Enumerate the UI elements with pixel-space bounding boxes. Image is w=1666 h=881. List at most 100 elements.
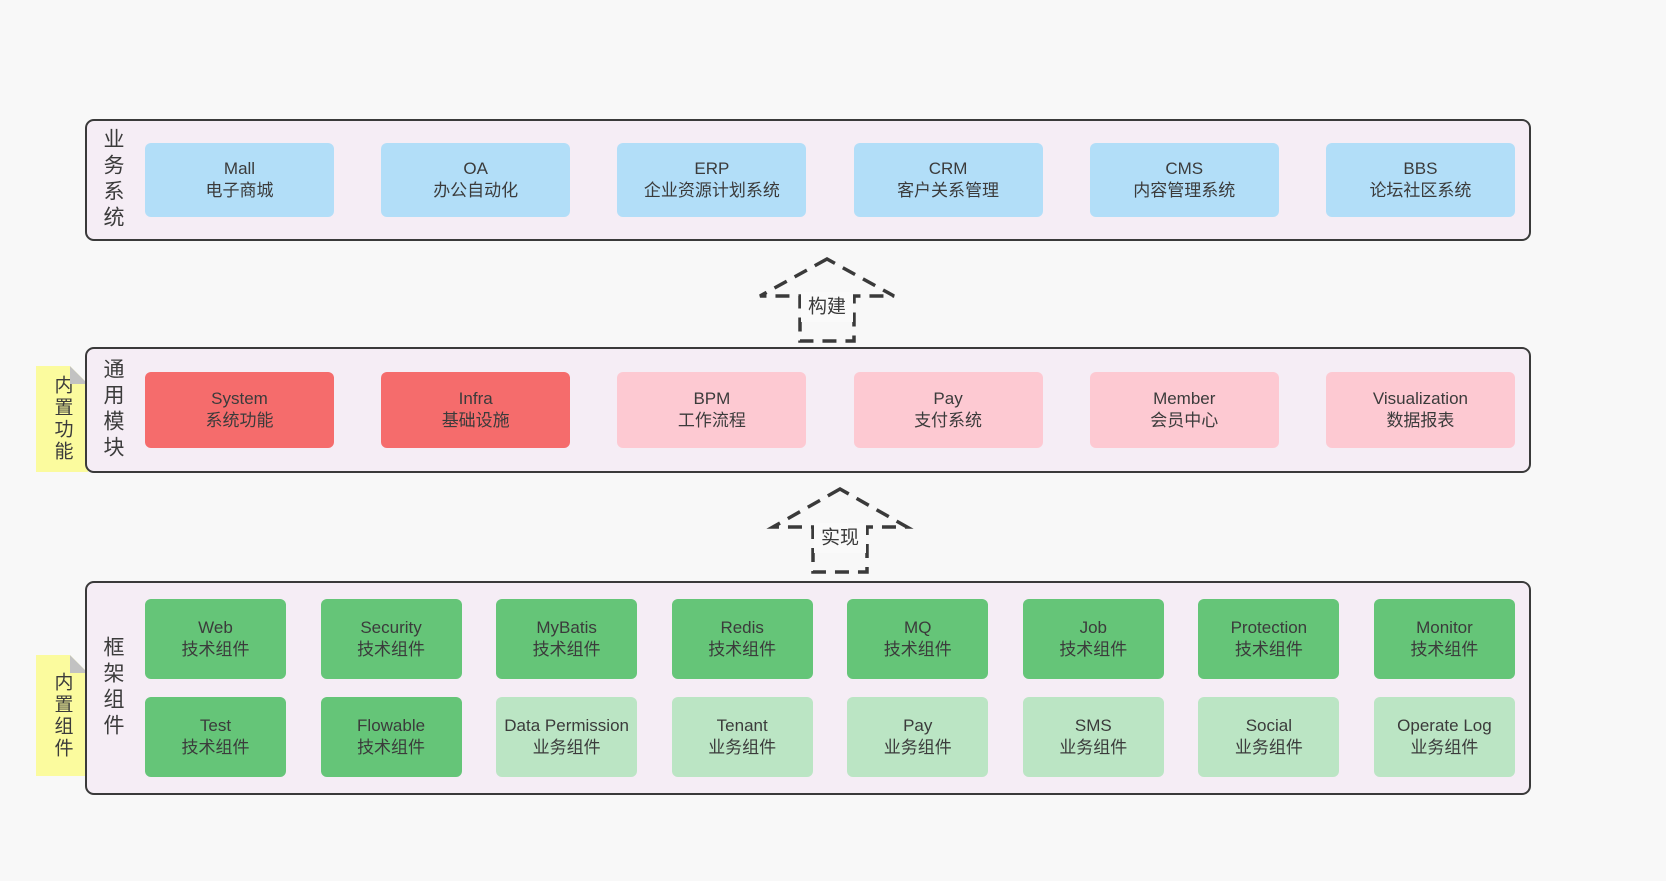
box-subtitle-zh: 技术组件 [357, 738, 426, 757]
module-box-pay: Pay 业务组件 [847, 697, 989, 777]
layer-business-systems: 业务系统 Mall 电子商城 OA 办公自动化 ERP 企业资源计划系统 CRM 客户关系管理… [85, 119, 1531, 241]
module-box-job: Job 技术组件 [1022, 599, 1164, 679]
module-box-member: Member 会员中心 [1089, 372, 1279, 448]
business-systems-box-row: Mall 电子商城 OA 办公自动化 ERP 企业资源计划系统 CRM 客户关系管理 CMS 内容… [145, 121, 1515, 239]
module-box-erp: ERP 企业资源计划系统 [617, 143, 807, 217]
module-box-tenant: Tenant 业务组件 [671, 697, 813, 777]
box-subtitle-zh: 业务组件 [532, 738, 601, 757]
sticky-note-built-in-components: 内置组件 [36, 655, 88, 776]
module-box-bpm: BPM 工作流程 [617, 372, 807, 448]
module-box-infra: Infra 基础设施 [381, 372, 571, 448]
box-title-en: OA [463, 158, 488, 178]
box-subtitle-zh: 支付系统 [914, 411, 983, 430]
module-box-oa: OA 办公自动化 [381, 143, 571, 217]
box-title-en: Tenant [716, 715, 768, 735]
implement-arrow-label: 实现 [821, 527, 859, 549]
box-title-en: Redis [720, 617, 764, 637]
sticky-note-built-in-features: 内置功能 [36, 366, 88, 472]
build-arrow-icon: 构建 [759, 257, 895, 343]
box-subtitle-zh: 业务组件 [1410, 738, 1479, 757]
box-title-en: Social [1245, 715, 1293, 735]
box-subtitle-zh: 技术组件 [532, 640, 601, 659]
module-box-redis: Redis 技术组件 [671, 599, 813, 679]
box-subtitle-zh: 会员中心 [1150, 411, 1219, 430]
box-title-en: Infra [458, 388, 493, 408]
box-subtitle-zh: 论坛社区系统 [1369, 181, 1472, 200]
build-arrow-label-bg [801, 292, 853, 322]
box-title-en: Protection [1230, 617, 1308, 637]
module-box-test: Test 技术组件 [145, 697, 286, 777]
box-subtitle-zh: 技术组件 [708, 640, 777, 659]
box-subtitle-zh: 内容管理系统 [1133, 181, 1236, 200]
box-title-en: SMS [1074, 715, 1112, 735]
box-title-en: Monitor [1416, 617, 1473, 637]
layer-label-common-modules: 通用模块 [101, 358, 124, 462]
box-subtitle-zh: 业务组件 [708, 738, 777, 757]
sticky-note-label: 内置组件 [51, 671, 73, 760]
box-title-en: Web [198, 617, 233, 637]
layer-label-framework-components: 框架组件 [101, 636, 124, 740]
box-title-en: Flowable [357, 715, 426, 735]
box-subtitle-zh: 业务组件 [883, 738, 952, 757]
module-box-cms: CMS 内容管理系统 [1089, 143, 1279, 217]
box-subtitle-zh: 客户关系管理 [897, 181, 1000, 200]
box-subtitle-zh: 基础设施 [441, 411, 510, 430]
box-subtitle-zh: 技术组件 [181, 738, 250, 757]
common-modules-box-row: System 系统功能 Infra 基础设施 BPM 工作流程 Pay 支付系统 Member 会… [145, 349, 1515, 471]
box-title-en: Mall [223, 158, 256, 178]
box-title-en: MyBatis [536, 617, 597, 637]
box-title-en: CMS [1165, 158, 1204, 178]
box-title-en: Pay [933, 388, 963, 408]
sticky-note-label: 内置功能 [51, 375, 73, 463]
module-box-visualization: Visualization 数据报表 [1325, 372, 1515, 448]
box-title-en: Security [360, 617, 422, 637]
box-subtitle-zh: 技术组件 [883, 640, 952, 659]
box-subtitle-zh: 业务组件 [1234, 738, 1303, 757]
module-box-data-permission: Data Permission 业务组件 [496, 697, 638, 777]
box-subtitle-zh: 业务组件 [1059, 738, 1128, 757]
box-title-en: BPM [693, 388, 731, 408]
box-title-en: ERP [694, 158, 730, 178]
module-box-monitor: Monitor 技术组件 [1373, 599, 1515, 679]
box-title-en: Visualization [1372, 388, 1468, 408]
box-title-en: Pay [903, 715, 933, 735]
box-subtitle-zh: 数据报表 [1386, 411, 1455, 430]
box-subtitle-zh: 技术组件 [181, 640, 250, 659]
module-box-protection: Protection 技术组件 [1198, 599, 1340, 679]
box-subtitle-zh: 系统功能 [205, 411, 274, 430]
module-box-sms: SMS 业务组件 [1022, 697, 1164, 777]
layer-common-modules: 通用模块 System 系统功能 Infra 基础设施 BPM 工作流程 Pay 支付系统 Me… [85, 347, 1531, 473]
layer-label-business-systems: 业务系统 [101, 128, 124, 232]
box-title-en: BBS [1403, 158, 1438, 178]
box-subtitle-zh: 技术组件 [1234, 640, 1303, 659]
module-box-web: Web 技术组件 [145, 599, 286, 679]
box-title-en: Job [1079, 617, 1108, 637]
module-box-mybatis: MyBatis 技术组件 [496, 599, 638, 679]
module-box-pay: Pay 支付系统 [853, 372, 1043, 448]
module-box-security: Security 技术组件 [320, 599, 462, 679]
box-subtitle-zh: 技术组件 [357, 640, 426, 659]
module-box-mall: Mall 电子商城 [145, 143, 334, 217]
box-subtitle-zh: 技术组件 [1059, 640, 1128, 659]
module-box-bbs: BBS 论坛社区系统 [1325, 143, 1515, 217]
box-title-en: Test [199, 715, 232, 735]
box-subtitle-zh: 电子商城 [205, 181, 274, 200]
box-subtitle-zh: 技术组件 [1410, 640, 1479, 659]
box-subtitle-zh: 办公自动化 [433, 181, 519, 200]
box-subtitle-zh: 企业资源计划系统 [643, 181, 780, 200]
box-subtitle-zh: 工作流程 [677, 411, 746, 430]
module-box-flowable: Flowable 技术组件 [320, 697, 462, 777]
box-title-en: System [211, 388, 268, 408]
box-title-en: CRM [928, 158, 968, 178]
box-title-en: Member [1153, 388, 1216, 408]
module-box-crm: CRM 客户关系管理 [853, 143, 1043, 217]
module-box-social: Social 业务组件 [1198, 697, 1340, 777]
box-title-en: Data Permission [504, 715, 629, 735]
implement-arrow-label-bg [814, 523, 866, 553]
